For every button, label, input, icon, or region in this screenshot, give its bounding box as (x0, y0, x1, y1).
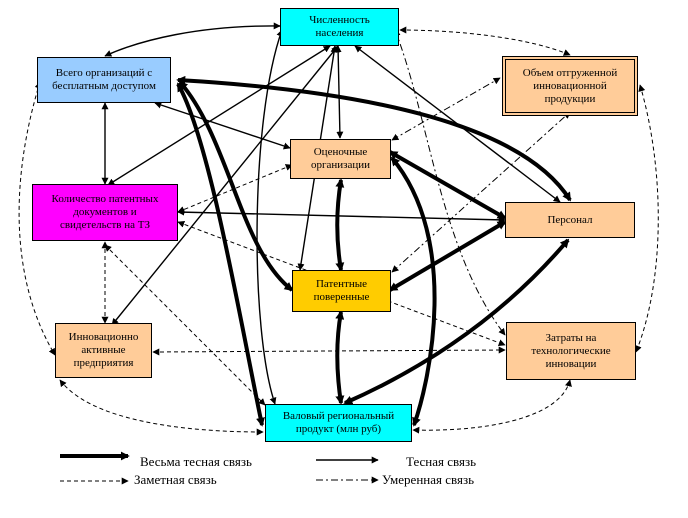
link-innovent-grp (59, 379, 264, 436)
legend-very-strong-label: Весьма тесная связь (140, 454, 252, 469)
link-patentdocs-techcosts (177, 220, 506, 347)
node-appraisal-organizations: Оценочные организации (290, 139, 391, 179)
link-attorneys-personnel (388, 220, 507, 292)
node-population: Численность населения (280, 8, 399, 46)
link-attorneys-shipped (391, 111, 571, 273)
link-population-orgs (104, 22, 281, 57)
link-orgs-appraisal (154, 101, 291, 150)
link-orgs-attorneys (178, 80, 294, 292)
link-techcosts-grp (412, 379, 572, 434)
node-innovative-enterprises: Инновационно активные предприятия (55, 323, 152, 378)
link-patentdocs-personnel (177, 208, 506, 224)
node-organizations-free-access: Всего организаций с бесплатным доступом (37, 57, 171, 103)
legend-noticeable-label: Заметная связь (134, 472, 217, 487)
legend-lines (60, 451, 379, 485)
link-appraisal-grp (390, 156, 437, 427)
link-population-shipped (399, 26, 571, 56)
link-orgs-innovent (18, 81, 56, 356)
legend-moderate-label: Умеренная связь (382, 472, 475, 487)
link-appraisal-attorneys (335, 178, 345, 272)
node-patent-documents: Количество патентных документов и свидет… (32, 184, 178, 241)
node-technology-innovation-costs: Затраты на технологические инновации (506, 322, 636, 380)
node-gross-regional-product: Валовый региональный продукт (млн руб) (265, 404, 412, 442)
node-patent-attorneys: Патентные поверенные (292, 270, 391, 312)
node-personnel: Персонал (505, 202, 635, 238)
link-population-techcosts (394, 29, 506, 336)
moderate-links (391, 29, 571, 336)
link-population-appraisal (334, 45, 344, 139)
link-innovent-techcosts (152, 346, 506, 356)
link-shipped-techcosts (635, 84, 659, 353)
link-appraisal-personnel (388, 150, 507, 220)
link-attorneys-grp (335, 310, 345, 405)
node-shipped-innovative-products: Объем отгруженной инновационной продукци… (502, 56, 638, 116)
legend-strong-label: Тесная связь (406, 454, 477, 469)
